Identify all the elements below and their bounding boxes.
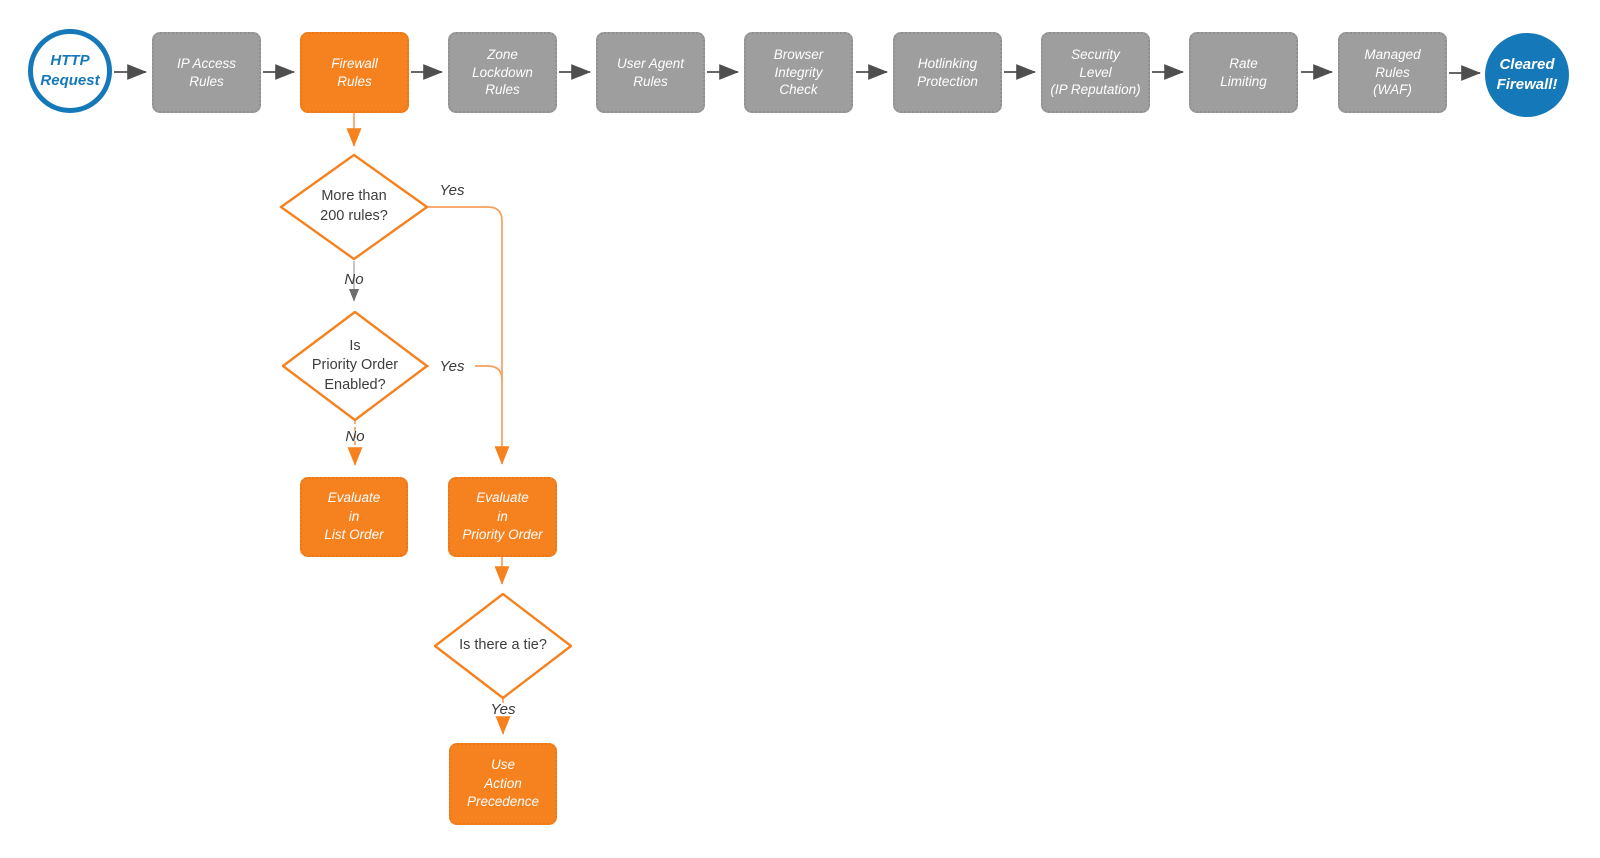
end-node-cleared-firewall: Cleared Firewall! <box>1485 33 1569 117</box>
stage-managed-rules-waf: Managed Rules (WAF) <box>1338 32 1447 113</box>
decision-priority-order-label: Is Priority Order Enabled? <box>311 337 399 393</box>
start-node-http-request: HTTP Request <box>28 29 112 113</box>
stage-browser-integrity-check: Browser Integrity Check <box>744 32 853 113</box>
action-evaluate-priority-order: Evaluate in Priority Order <box>448 477 557 557</box>
stage-zone-lockdown-rules: Zone Lockdown Rules <box>448 32 557 113</box>
decision-tie-shape <box>433 592 573 700</box>
decision-200-rules-label: More than 200 rules? <box>320 188 388 224</box>
stage-security-level: Security Level (IP Reputation) <box>1041 32 1150 113</box>
stage-firewall-rules: Firewall Rules <box>300 32 409 113</box>
action-use-action-precedence: Use Action Precedence <box>449 743 557 825</box>
decision-priority-order-shape <box>281 310 429 422</box>
stage-user-agent-rules: User Agent Rules <box>596 32 705 113</box>
edge-label-yes-200-rules: Yes <box>439 181 465 199</box>
decision-200-rules-shape <box>279 153 429 261</box>
action-evaluate-list-order: Evaluate in List Order <box>300 477 408 557</box>
decision-tie-label: Is there a tie? <box>459 637 547 654</box>
stage-hotlinking-protection: Hotlinking Protection <box>893 32 1002 113</box>
edge-label-no-200-rules: No <box>344 270 364 288</box>
edge-label-no-priority-order: No <box>345 427 365 445</box>
stage-rate-limiting: Rate Limiting <box>1189 32 1298 113</box>
edge-label-yes-tie: Yes <box>490 700 516 718</box>
edge-label-yes-priority-order: Yes <box>429 356 475 376</box>
stage-ip-access-rules: IP Access Rules <box>152 32 261 113</box>
